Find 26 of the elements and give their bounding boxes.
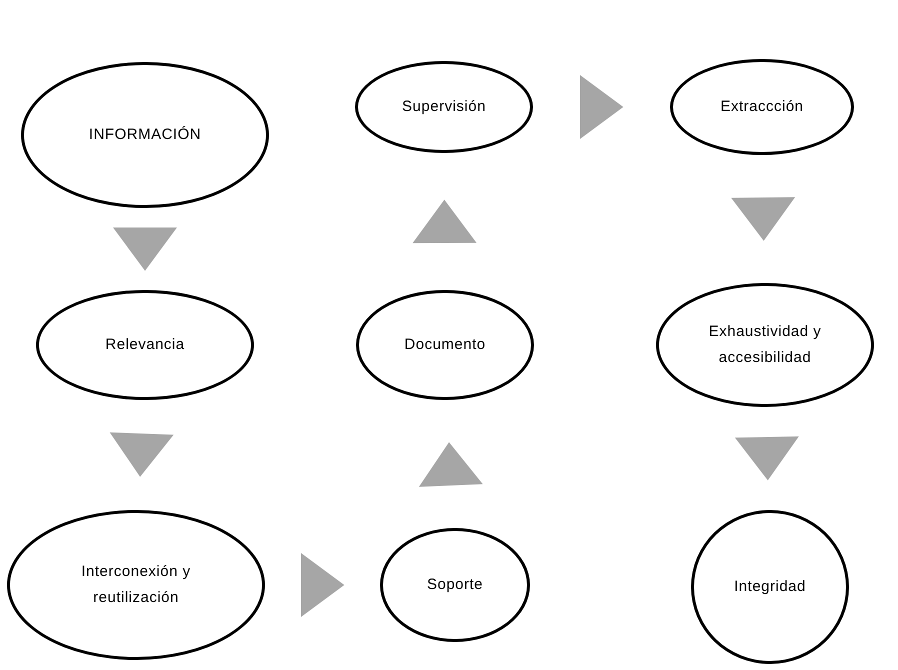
node-label: Exhaustividad y accesibilidad [708, 322, 822, 368]
triangle-arrow [731, 197, 796, 241]
ellipse-node [36, 290, 254, 400]
node-label: Extraccción [720, 97, 804, 117]
ellipse-node [670, 59, 854, 155]
node-label: Documento [404, 335, 486, 355]
triangle-arrow [418, 442, 483, 487]
ellipse-node [691, 510, 849, 664]
node-label: Relevancia [105, 335, 185, 355]
triangle-arrow [412, 200, 477, 244]
node-label: Integridad [734, 577, 806, 597]
ellipse-node [356, 290, 534, 400]
ellipse-node [656, 283, 874, 407]
ellipse-node [7, 510, 265, 660]
ellipse-node [21, 62, 269, 208]
ellipse-node [380, 528, 530, 642]
triangle-arrow [734, 436, 799, 480]
node-label: INFORMACIÓN [88, 125, 202, 145]
ellipse-node [355, 61, 533, 153]
triangle-arrow [301, 553, 344, 617]
triangle-arrow [580, 75, 624, 139]
node-label: Supervisión [402, 97, 486, 117]
node-label: Soporte [426, 575, 484, 595]
triangle-arrow [113, 228, 177, 271]
triangle-arrow [110, 432, 174, 477]
node-label: Interconexión y reutilización [80, 562, 192, 608]
